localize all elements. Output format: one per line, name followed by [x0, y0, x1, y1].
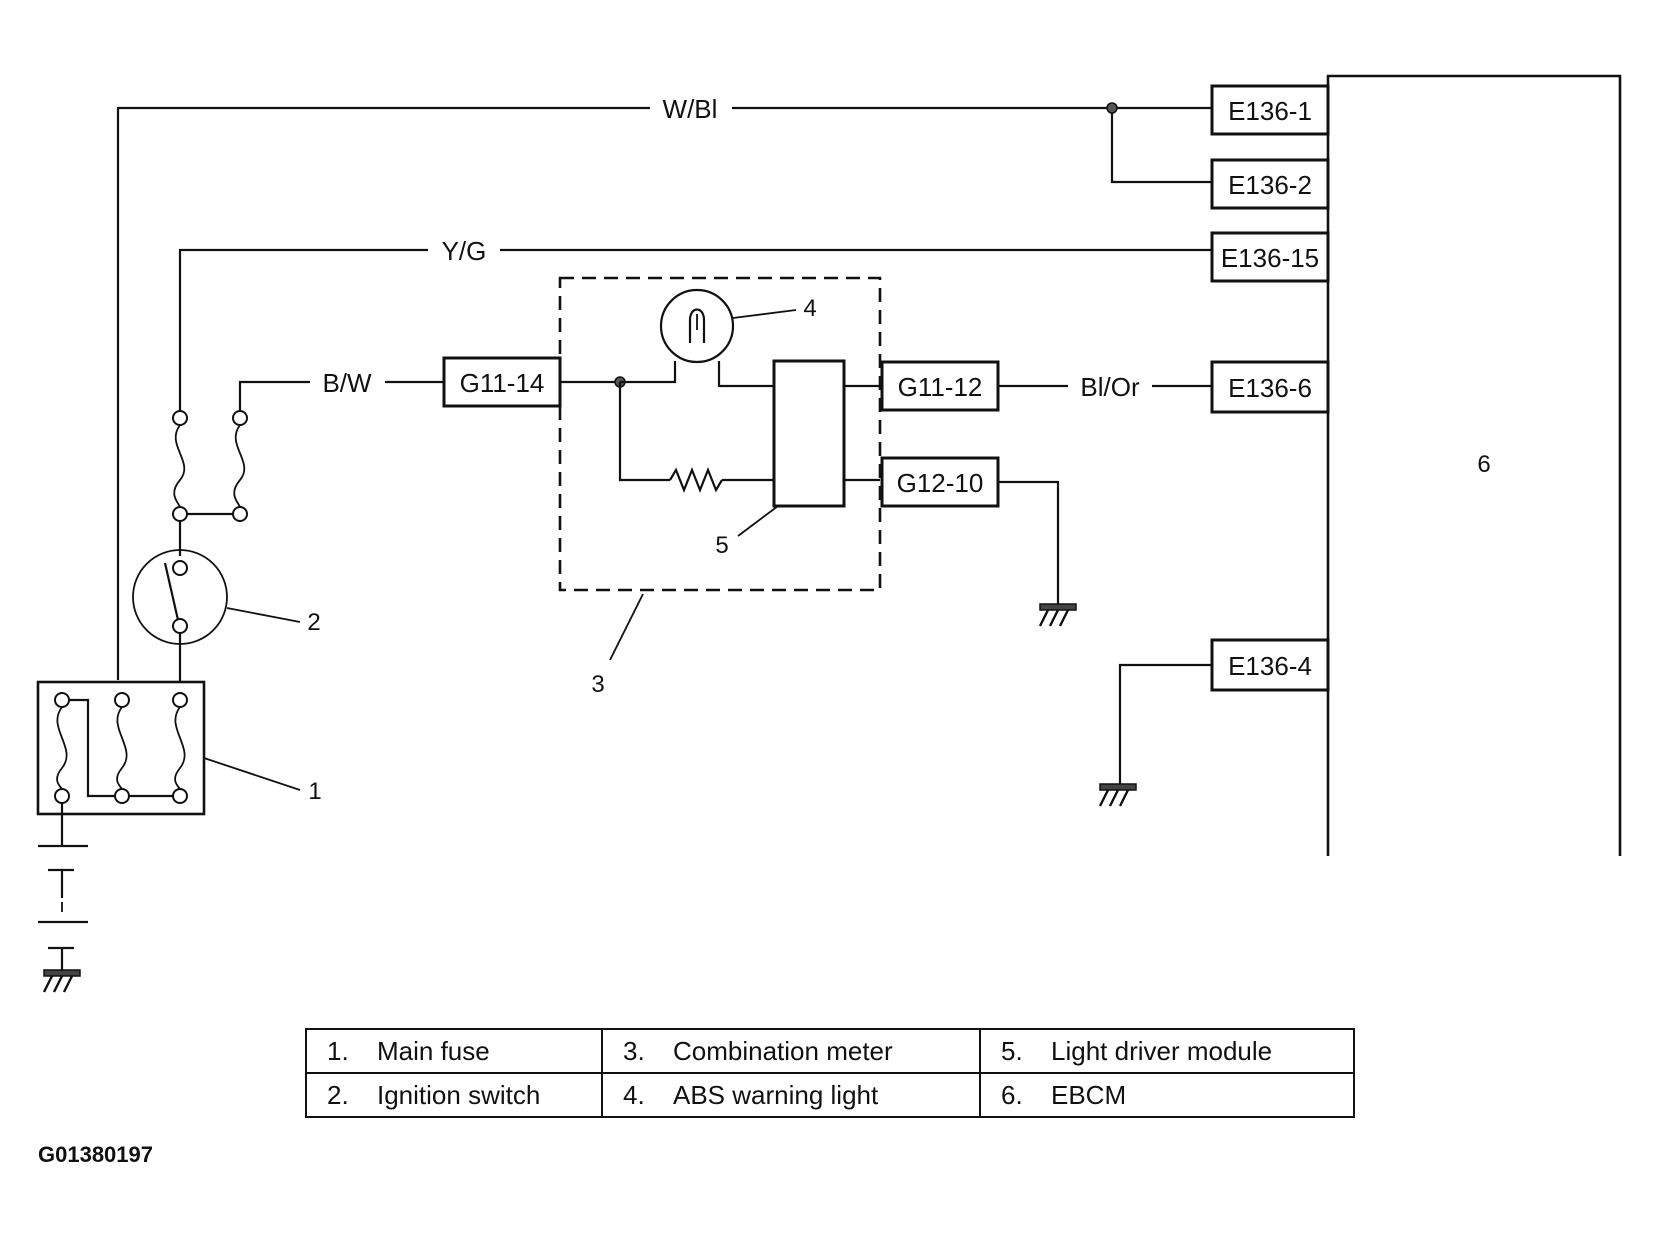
svg-text:G12-10: G12-10 — [897, 468, 984, 498]
main-fuse-block — [36, 680, 206, 816]
connector-g11-14: G11-14 — [442, 356, 562, 408]
leader-2 — [226, 607, 301, 623]
abs-warning-light — [659, 288, 735, 364]
svg-text:E136-6: E136-6 — [1228, 373, 1312, 403]
connector-g12-10: G12-10 — [880, 456, 1000, 508]
ground-symbol-ebcm — [1098, 783, 1137, 807]
leader-5 — [737, 505, 779, 537]
legend-item-ignition-switch: 2.Ignition switch — [305, 1072, 603, 1118]
leader-1 — [203, 757, 301, 791]
leader-3 — [609, 593, 644, 661]
legend-table: 1.Main fuse 3.Combination meter 5.Light … — [305, 1028, 1355, 1118]
connector-e136-4: E136-4 — [1210, 638, 1330, 692]
callout-4: 4 — [803, 295, 816, 322]
svg-text:E136-2: E136-2 — [1228, 170, 1312, 200]
ebcm-block — [1326, 74, 1622, 856]
connector-e136-6: E136-6 — [1210, 360, 1330, 414]
svg-text:G11-14: G11-14 — [460, 368, 545, 398]
wire-e136-4-ground — [1118, 663, 1212, 784]
svg-text:E136-4: E136-4 — [1228, 651, 1312, 681]
connector-e136-2: E136-2 — [1210, 158, 1330, 210]
legend-row: 1.Main fuse 3.Combination meter 5.Light … — [305, 1028, 1355, 1074]
connector-e136-15: E136-15 — [1210, 231, 1330, 283]
legend-item-abs-warning-light: 4.ABS warning light — [601, 1072, 981, 1118]
callout-2: 2 — [307, 609, 320, 636]
splice-point — [1106, 102, 1118, 114]
callout-3: 3 — [591, 671, 604, 698]
callout-6: 6 — [1477, 451, 1490, 478]
leader-4 — [732, 309, 797, 319]
legend-item-main-fuse: 1.Main fuse — [305, 1028, 603, 1074]
svg-text:G11-12: G11-12 — [898, 372, 983, 402]
legend-item-ebcm: 6.EBCM — [979, 1072, 1355, 1118]
callout-5: 5 — [715, 532, 728, 559]
connector-e136-1: E136-1 — [1210, 84, 1330, 136]
battery-symbol — [38, 803, 88, 970]
ignition-switch — [132, 549, 228, 682]
wire-label-w-bl: W/Bl — [663, 94, 718, 124]
combination-meter-outline — [558, 276, 882, 592]
svg-text:E136-15: E136-15 — [1221, 243, 1319, 273]
ground-symbol-meter — [1038, 603, 1077, 627]
svg-text:E136-1: E136-1 — [1228, 96, 1312, 126]
wire-label-bl-or: Bl/Or — [1080, 372, 1140, 402]
ground-symbol-battery — [42, 969, 81, 993]
wire-g12-10-ground — [998, 480, 1060, 604]
wire-y-g — [178, 248, 1212, 412]
wire-b-w — [238, 380, 444, 412]
wire-w-bl-branch — [1110, 108, 1212, 184]
legend-row: 2.Ignition switch 4.ABS warning light 6.… — [305, 1072, 1355, 1118]
ignition-contacts — [172, 410, 248, 556]
wire-w-bl — [116, 106, 1212, 680]
connector-g11-12: G11-12 — [880, 360, 1000, 412]
legend-item-light-driver-module: 5.Light driver module — [979, 1028, 1355, 1074]
callout-1: 1 — [308, 778, 321, 805]
legend-item-combination-meter: 3.Combination meter — [601, 1028, 981, 1074]
wire-label-b-w: B/W — [322, 368, 372, 398]
figure-id: G01380197 — [38, 1142, 153, 1167]
resistor-symbol — [669, 467, 723, 493]
wire-label-y-g: Y/G — [442, 236, 487, 266]
light-driver-module — [772, 359, 846, 508]
